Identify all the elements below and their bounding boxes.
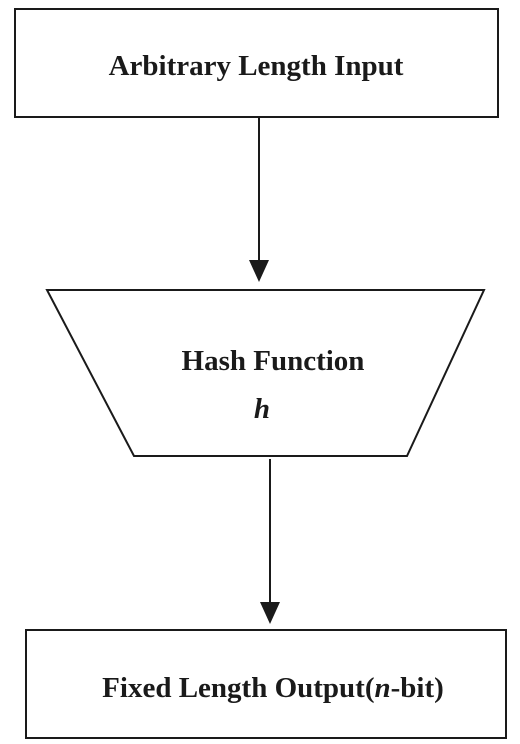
hash-function-label: Hash Function [182, 345, 365, 377]
hash-function-node: Hash Function h [45, 289, 486, 457]
input-label: Arbitrary Length Input [109, 50, 404, 82]
output-node: Fixed Length Output(n-bit) [25, 629, 507, 739]
input-node: Arbitrary Length Input [14, 8, 499, 118]
arrow-hash-to-output-head [260, 602, 280, 624]
output-label: Fixed Length Output(n-bit) [102, 672, 444, 704]
output-label-var: n [375, 672, 391, 704]
input-box [14, 8, 499, 118]
hash-function-symbol: h [254, 393, 270, 425]
output-label-suffix: -bit) [391, 672, 444, 704]
hash-function-trapezoid [45, 289, 486, 457]
arrow-input-to-hash-head [249, 260, 269, 282]
output-label-prefix: Fixed Length Output( [102, 672, 374, 704]
output-box [25, 629, 507, 739]
arrow-hash-to-output [260, 459, 280, 624]
arrow-input-to-hash [249, 118, 269, 282]
